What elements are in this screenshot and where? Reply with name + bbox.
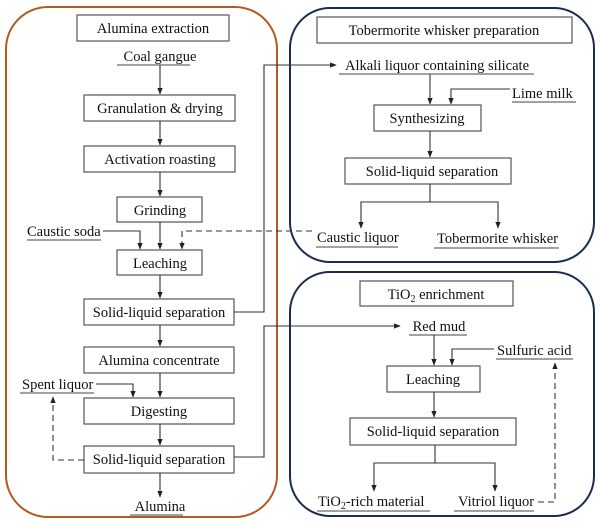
caustic-liquor-recycle-arrow <box>179 230 312 250</box>
step-label: Digesting <box>131 404 187 420</box>
spent-liquor-arrow <box>96 383 136 398</box>
vitriol-recycle-arrow <box>538 362 558 503</box>
tio2-rich-material-label: TiO2-rich material <box>318 494 424 512</box>
alkali-liquor-label: Alkali liquor containing silicate <box>345 58 529 74</box>
step-activation-box: Activation roasting <box>83 145 236 173</box>
tio2-solid-liquid-box: Solid-liquid separation <box>349 417 517 446</box>
step-label: Solid-liquid separation <box>367 424 500 440</box>
caustic-soda-arrow <box>103 230 143 250</box>
alumina-title-box: Alumina extraction <box>76 14 230 42</box>
step-granulation-box: Granulation & drying <box>83 94 236 122</box>
step-label: Activation roasting <box>104 152 216 168</box>
split-arrows <box>358 201 501 229</box>
lime-milk-arrow <box>448 88 510 105</box>
step-label: Solid-liquid separation <box>93 305 226 321</box>
step-label: Granulation & drying <box>97 101 223 117</box>
step-label: Synthesizing <box>390 111 465 127</box>
spent-liquor-recycle-arrow <box>50 396 84 461</box>
step-label: Grinding <box>134 203 186 219</box>
sulfuric-acid-arrow <box>449 348 494 366</box>
red-mud-label: Red mud <box>413 319 467 335</box>
step-label: Alumina concentrate <box>98 353 219 369</box>
step-solid-liquid-1-box: Solid-liquid separation <box>83 298 235 326</box>
tio2-enrichment-panel <box>289 271 595 517</box>
tio2-title-box: TiO2 enrichment <box>359 280 514 307</box>
tobermorite-panel <box>289 7 595 263</box>
alumina-title: Alumina extraction <box>97 21 210 37</box>
tobermorite-solid-liquid-box: Solid-liquid separation <box>344 157 512 185</box>
tobermorite-title: Tobermorite whisker preparation <box>349 23 540 39</box>
lime-milk-label: Lime milk <box>512 86 574 102</box>
vitriol-liquor-label: Vitriol liquor <box>458 494 534 510</box>
synthesizing-box: Synthesizing <box>373 104 482 132</box>
step-label: Leaching <box>133 256 187 272</box>
silicate-liquor-transfer-arrow <box>234 62 337 313</box>
sulfuric-acid-label: Sulfuric acid <box>497 343 572 359</box>
step-solid-liquid-2-box: Solid-liquid separation <box>83 445 235 474</box>
red-mud-transfer-arrow <box>234 323 401 458</box>
tobermorite-title-box: Tobermorite whisker preparation <box>316 16 573 44</box>
step-grinding-box: Grinding <box>116 196 203 223</box>
step-label: Solid-liquid separation <box>366 164 499 180</box>
spent-liquor-label: Spent liquor <box>22 377 93 393</box>
tobermorite-whisker-label: Tobermorite whisker <box>437 231 558 247</box>
tio2-title: TiO2 enrichment <box>388 287 485 305</box>
step-alumina-concentrate-box: Alumina concentrate <box>83 346 235 374</box>
caustic-soda-label: Caustic soda <box>27 224 101 240</box>
step-label: Solid-liquid separation <box>93 452 226 468</box>
alumina-output-label: Alumina <box>135 499 186 515</box>
tio2-leaching-box: Leaching <box>386 365 481 393</box>
caustic-liquor-label: Caustic liquor <box>317 230 399 246</box>
split-arrows <box>371 462 498 492</box>
coal-gangue-label: Coal gangue <box>124 49 197 65</box>
step-leaching-box: Leaching <box>116 249 203 276</box>
step-digesting-box: Digesting <box>83 397 235 425</box>
step-label: Leaching <box>406 372 460 388</box>
alumina-extraction-panel <box>5 6 278 518</box>
